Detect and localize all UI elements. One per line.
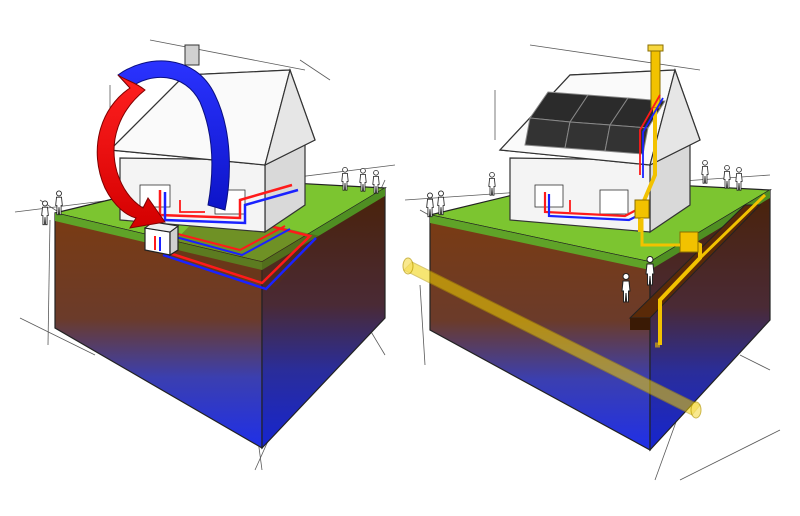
gas-meter-icon <box>634 199 699 253</box>
chimney-flue-icon <box>638 44 664 232</box>
heat-pump-unit-icon <box>143 221 180 257</box>
grass-edge-side <box>262 188 385 270</box>
solar-gas-diagram <box>402 44 781 481</box>
heat-pump-diagram <box>14 39 396 471</box>
circular-arrow-icon <box>96 60 230 229</box>
underfloor-pipe-icon <box>159 208 320 291</box>
